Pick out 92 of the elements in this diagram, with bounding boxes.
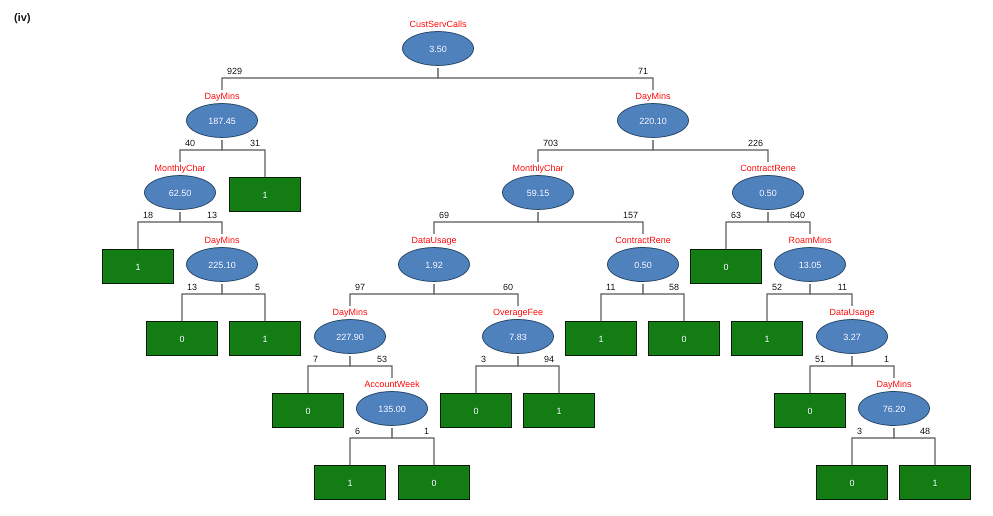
edge-label: 3: [857, 426, 862, 437]
split-threshold-ellipse: 13.05: [774, 247, 846, 282]
leaf-class-box: 0: [272, 393, 344, 428]
leaf-class-box: 1: [314, 465, 386, 500]
leaf-class-box: 1: [229, 321, 301, 356]
edge-label: 5: [254, 282, 260, 293]
split-feature-name: DataUsage: [411, 234, 457, 247]
connector-line: [437, 68, 654, 90]
leaf-class-box: 0: [648, 321, 720, 356]
connector-line: [391, 428, 435, 465]
edge-label: 1: [424, 426, 429, 437]
split-threshold-ellipse: 1.92: [398, 247, 470, 282]
split-threshold-ellipse: 3.50: [402, 31, 474, 66]
leaf-class-box: 0: [398, 465, 470, 500]
split-threshold-ellipse: 187.45: [186, 103, 258, 138]
connector-line: [221, 284, 266, 321]
split-feature-name: DataUsage: [829, 306, 875, 319]
leaf-class-box: 0: [690, 249, 762, 284]
split-threshold-ellipse: 0.50: [607, 247, 679, 282]
split-feature-name: ContractRene: [615, 234, 671, 247]
split-feature-name: RoamMins: [788, 234, 832, 247]
leaf-class-box: 0: [440, 393, 512, 428]
connector-line: [851, 356, 895, 378]
split-feature-name: DayMins: [635, 90, 670, 103]
leaf-class-box: 1: [229, 177, 301, 212]
leaf-class-box: 0: [774, 393, 846, 428]
split-threshold-ellipse: 220.10: [617, 103, 689, 138]
edge-label: 7: [313, 354, 318, 365]
edge-label: 53: [376, 354, 387, 365]
split-feature-name: DayMins: [204, 234, 240, 247]
split-feature-name: CustServCalls: [409, 18, 466, 31]
leaf-class-box: 1: [899, 465, 971, 500]
edge-label: 18: [143, 210, 154, 221]
edge-label: 51: [815, 354, 826, 365]
edge-label: 94: [544, 354, 554, 365]
split-threshold-ellipse: 59.15: [502, 175, 574, 210]
leaf-class-box: 1: [102, 249, 174, 284]
split-feature-name: ContractRene: [740, 162, 796, 175]
edge-label: 97: [355, 282, 366, 293]
leaf-class-box: 1: [523, 393, 595, 428]
leaf-class-box: 0: [816, 465, 888, 500]
connector-line: [893, 428, 936, 465]
edge-label: 71: [638, 66, 648, 77]
split-feature-name: DayMins: [876, 378, 912, 391]
edge-label: 40: [185, 138, 196, 149]
connector-line: [433, 284, 519, 306]
leaf-class-box: 1: [731, 321, 803, 356]
split-feature-name: AccountWeek: [364, 378, 420, 391]
connector-line: [221, 140, 266, 177]
edge-label: 13: [206, 210, 217, 221]
edge-label: 640: [790, 210, 805, 221]
edge-label: 1: [884, 354, 889, 365]
connector-line: [537, 212, 644, 234]
connector-line: [767, 212, 811, 234]
split-threshold-ellipse: 135.00: [356, 391, 428, 426]
edge-label: 48: [920, 426, 930, 437]
leaf-class-box: 1: [565, 321, 637, 356]
split-threshold-ellipse: 62.50: [144, 175, 216, 210]
edge-label: 157: [622, 210, 638, 221]
split-threshold-ellipse: 3.27: [816, 319, 888, 354]
connector-line: [642, 284, 685, 321]
edge-label: 31: [250, 138, 260, 149]
edge-label: 52: [772, 282, 782, 293]
connector-line: [652, 140, 769, 162]
edge-label: 3: [481, 354, 486, 365]
edge-label: 69: [439, 210, 450, 221]
split-feature-name: DayMins: [332, 306, 368, 319]
split-threshold-ellipse: 227.90: [314, 319, 386, 354]
split-threshold-ellipse: 76.20: [858, 391, 930, 426]
split-feature-name: MonthlyChar: [154, 162, 206, 175]
split-feature-name: OverageFee: [492, 306, 544, 319]
edge-label: 929: [227, 66, 242, 77]
split-threshold-ellipse: 0.50: [732, 175, 804, 210]
split-threshold-ellipse: 225.10: [186, 247, 258, 282]
split-feature-name: MonthlyChar: [512, 162, 564, 175]
connector-line: [517, 356, 560, 393]
edge-label: 11: [606, 282, 616, 293]
panel-label: (iv): [14, 12, 30, 24]
edge-label: 60: [502, 282, 513, 293]
edge-label: 13: [187, 282, 198, 293]
connector-line: [809, 284, 853, 306]
leaf-class-box: 0: [146, 321, 218, 356]
edge-label: 226: [748, 138, 763, 149]
connector-line: [349, 356, 393, 378]
edge-label: 11: [838, 282, 847, 293]
connector-line: [179, 212, 223, 234]
edge-label: 6: [355, 426, 360, 437]
split-threshold-ellipse: 7.83: [482, 319, 554, 354]
edge-label: 63: [731, 210, 742, 221]
split-feature-name: DayMins: [204, 90, 240, 103]
edge-label: 58: [668, 282, 679, 293]
edge-label: 703: [543, 138, 558, 149]
